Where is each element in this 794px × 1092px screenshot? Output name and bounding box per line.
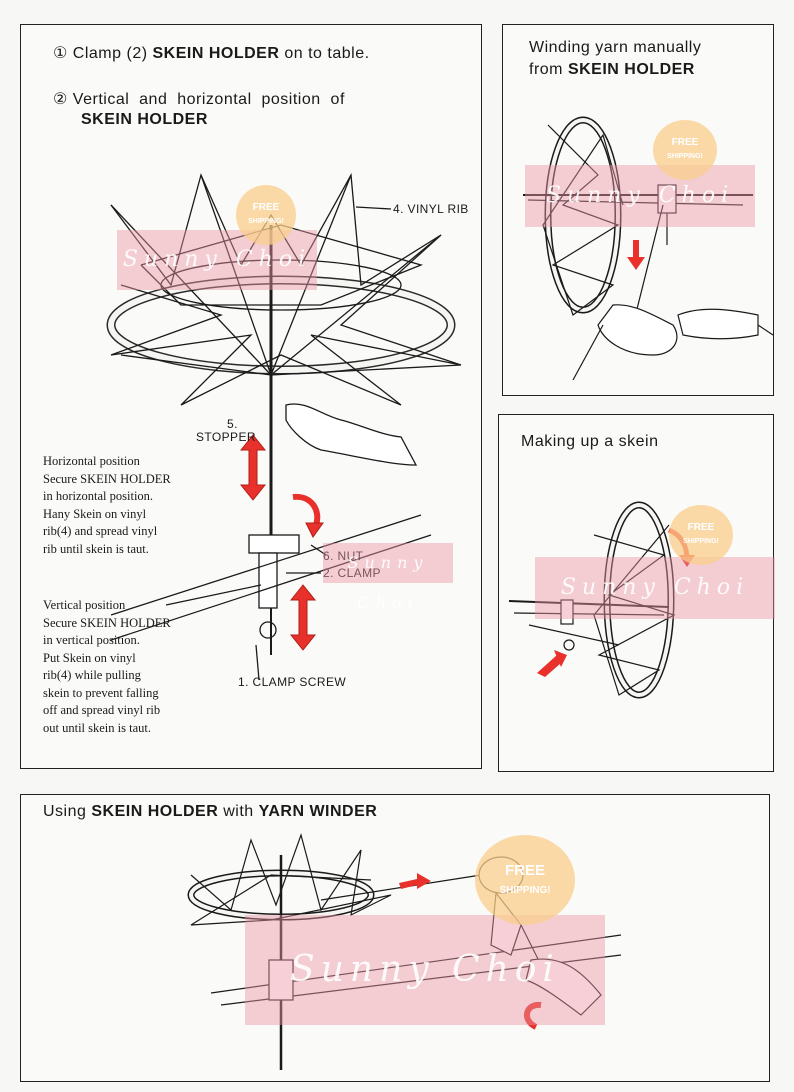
skein-badge: FREE SHIPPING! — [669, 505, 733, 565]
step1-bold: SKEIN HOLDER — [152, 45, 280, 62]
badge-line-1: FREE — [252, 202, 280, 213]
winder-title-bold-2: YARN WINDER — [258, 803, 378, 820]
vertical-line-1: Vertical position — [43, 598, 126, 612]
winding-illustration — [523, 116, 774, 381]
winding-title-bold: SKEIN HOLDER — [567, 61, 695, 78]
winder-title-using: Using — [43, 803, 87, 820]
vertical-line-3: in vertical position. — [43, 633, 140, 647]
winder-title-bold-1: SKEIN HOLDER — [91, 803, 219, 820]
winding-title-line2: from SKEIN HOLDER — [529, 61, 695, 79]
step2-text-a: Vertical and horizontal position of — [72, 91, 345, 108]
winder-red-arrows — [399, 873, 542, 1030]
horizontal-line-3: in horizontal position. — [43, 489, 154, 503]
vinyl-rib-label: 4. VINYL RIB — [393, 202, 469, 216]
step1-text-b: (2) — [126, 45, 148, 62]
skein-illustration — [508, 501, 695, 699]
winding-badge: FREE SHIPPING! — [653, 120, 717, 180]
step1-text-a: Clamp — [72, 45, 122, 62]
vertical-line-7: off and spread vinyl rib — [43, 703, 161, 717]
vertical-line-6: skein to prevent falling — [43, 685, 159, 700]
clamp-label: 2. CLAMP — [323, 566, 381, 580]
watermark-box: Sunny Choi — [117, 230, 317, 290]
winding-red-arrow — [627, 240, 645, 270]
winding-title-line1: Winding yarn manually — [529, 39, 702, 56]
horizontal-line-1: Horizontal position — [43, 454, 140, 468]
stopper-label: STOPPER — [196, 430, 256, 444]
watermark-text: Sunny Choi — [122, 247, 312, 272]
winding-badge-line-2: SHIPPING! — [667, 153, 703, 160]
winder-badge-line-1: FREE — [504, 862, 545, 879]
badge-line-2: SHIPPING! — [248, 218, 284, 225]
winder-title-with: with — [223, 803, 254, 820]
skein-watermark-text: Sunny Choi — [560, 575, 750, 600]
vertical-line-5: rib(4) while pulling — [43, 668, 141, 682]
step2-number: ② — [53, 91, 68, 108]
yarn-winder-panel: Using SKEIN HOLDER with YARN WINDER Sunn… — [20, 794, 770, 1082]
winder-badge: FREE SHIPPING! — [475, 835, 575, 925]
vertical-line-8: out until skein is taut. — [43, 720, 151, 735]
winding-watermark: Sunny Choi — [525, 165, 755, 227]
vertical-line-4: Put Skein on vinyl — [43, 650, 136, 665]
winder-watermark-text: Sunny Choi — [290, 949, 560, 990]
nut-label: 6. NUT — [323, 549, 364, 563]
vertical-position-text: Vertical position Secure SKEIN HOLDER in… — [43, 597, 203, 737]
skein-holder-illustration — [106, 172, 462, 681]
clamp-screw-label: 1. CLAMP SCREW — [238, 675, 347, 689]
free-shipping-badge: FREE SHIPPING! — [236, 185, 296, 245]
step1-heading: ① Clamp (2) SKEIN HOLDER on to table. — [53, 43, 370, 63]
horizontal-line-4: Hany Skein on vinyl — [43, 506, 147, 521]
skein-title: Making up a skein — [521, 433, 659, 450]
stopper-number-label: 5. — [227, 417, 238, 431]
skein-badge-line-2: SHIPPING! — [683, 538, 719, 545]
skein-panel: Making up a skein Sunny Choi FREE SHIPPI… — [498, 414, 775, 772]
step2-heading-line2: SKEIN HOLDER — [81, 111, 208, 129]
watermark-text-2: Sunny Choi — [347, 553, 429, 612]
horizontal-line-2: Secure SKEIN HOLDER — [43, 471, 171, 486]
horizontal-line-5: rib(4) and spread vinyl — [43, 524, 158, 538]
skein-badge-line-1: FREE — [687, 522, 715, 533]
step1-number: ① — [53, 45, 68, 62]
winding-badge-line-1: FREE — [671, 137, 699, 148]
winding-title-from: from — [529, 61, 563, 78]
setup-panel: ① Clamp (2) SKEIN HOLDER on to table. ② … — [20, 24, 482, 769]
winder-watermark: Sunny Choi — [245, 915, 605, 1025]
step2-bold: SKEIN HOLDER — [81, 111, 208, 128]
horizontal-line-6: rib until skein is taut. — [43, 541, 149, 556]
step2-heading: ② Vertical and horizontal position of — [53, 89, 345, 109]
winding-panel: Winding yarn manually from SKEIN HOLDER … — [502, 24, 774, 396]
yarn-winder-title: Using SKEIN HOLDER with YARN WINDER — [43, 803, 377, 821]
step1-text-c: on to table. — [284, 45, 370, 62]
red-arrows — [239, 434, 324, 651]
horizontal-position-text: Horizontal position Secure SKEIN HOLDER … — [43, 453, 203, 558]
vertical-line-2: Secure SKEIN HOLDER — [43, 615, 171, 630]
skein-watermark: Sunny Choi — [535, 557, 775, 619]
winder-badge-line-2: SHIPPING! — [499, 885, 551, 896]
winding-watermark-text: Sunny Choi — [545, 183, 735, 208]
watermark-box-2: Sunny Choi — [323, 543, 453, 612]
